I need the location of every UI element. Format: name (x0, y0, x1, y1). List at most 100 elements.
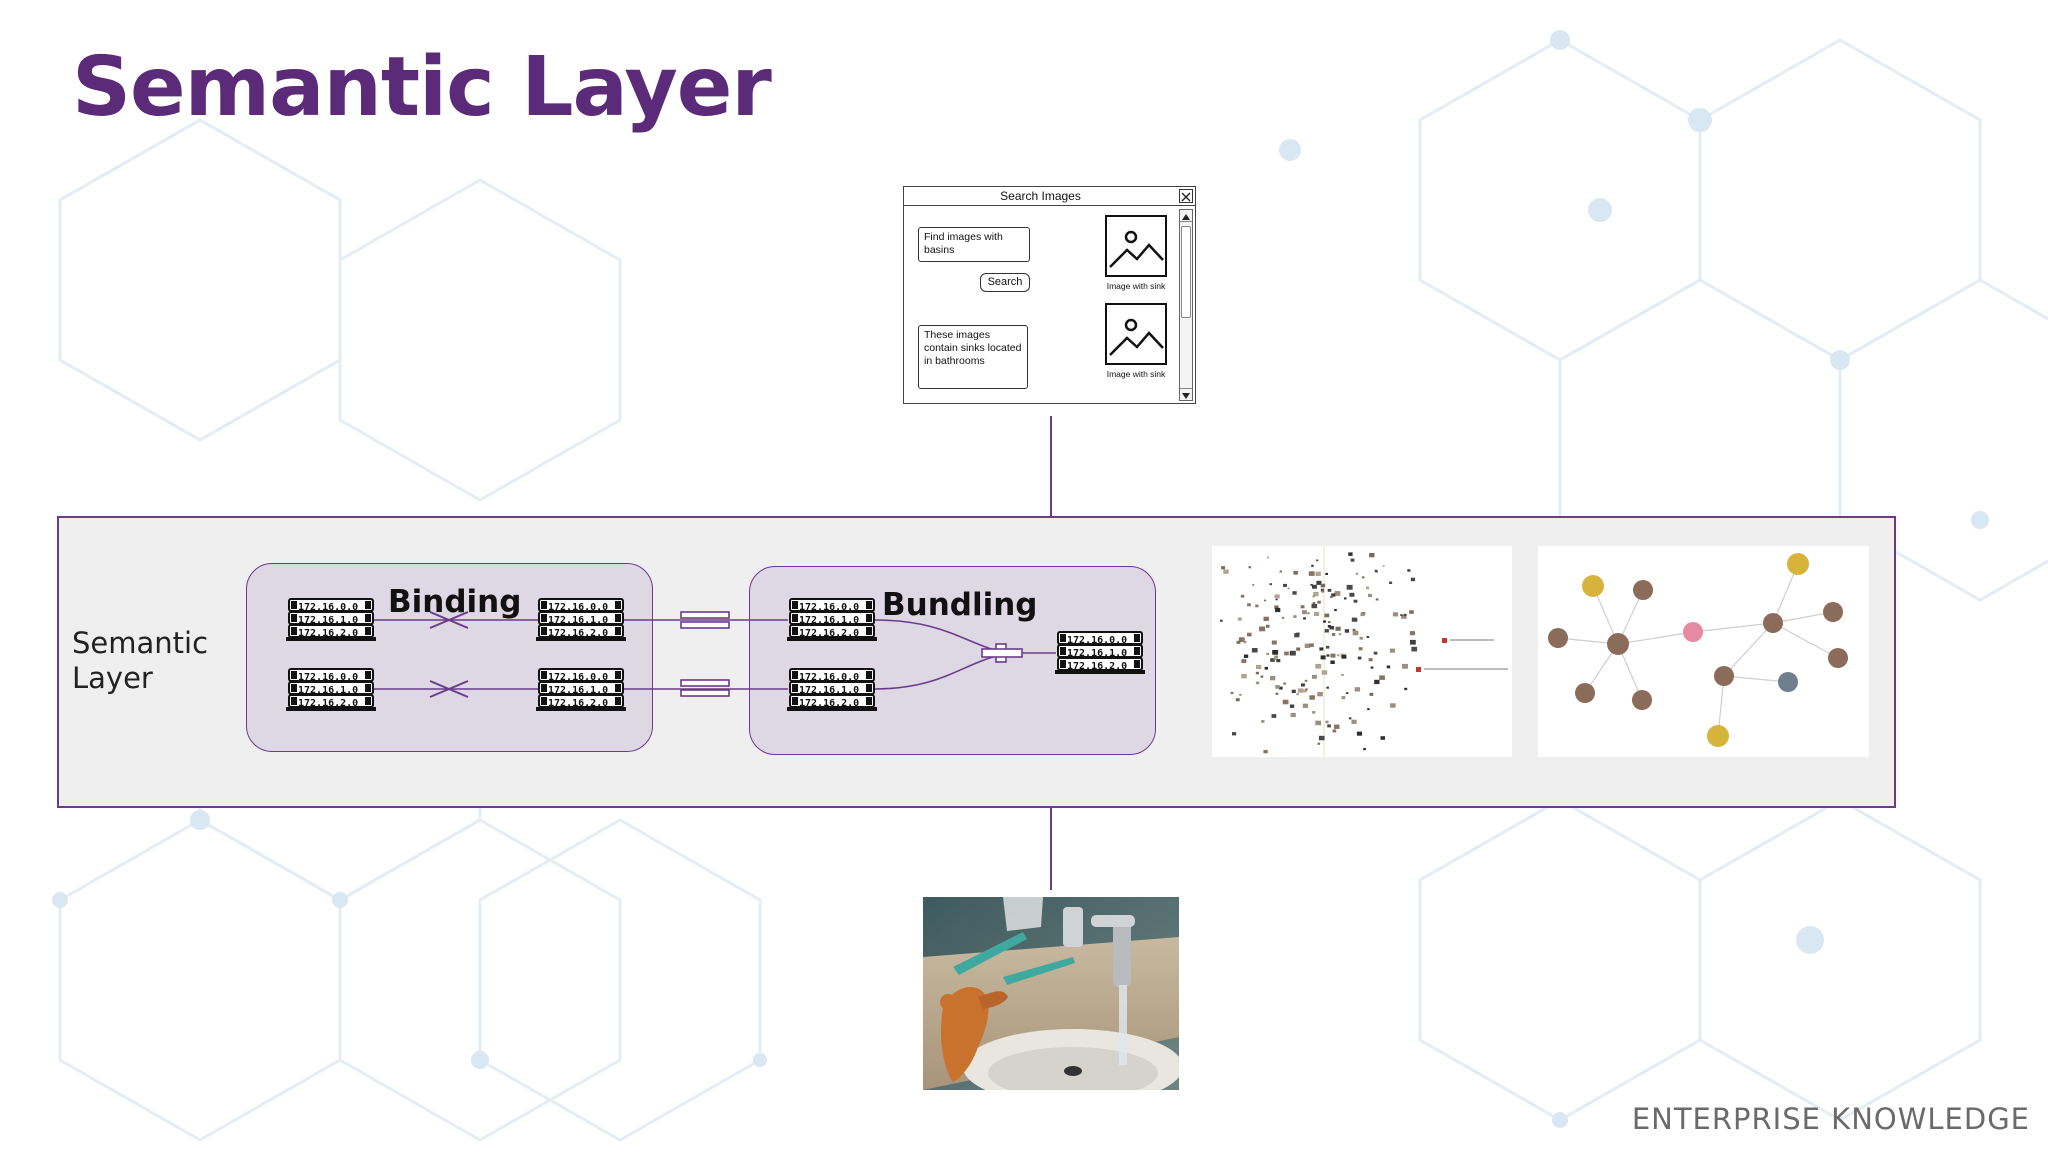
scatter-thumb (1296, 693, 1299, 696)
scatter-thumb (1311, 603, 1318, 609)
scatter-thumb (1308, 571, 1315, 576)
scatter-thumb (1304, 679, 1308, 682)
scatter-thumb (1313, 591, 1319, 597)
scatter-thumb (1255, 671, 1259, 675)
scatter-thumb (1247, 603, 1251, 607)
scatter-thumb (1317, 691, 1323, 697)
scatter-thumb (1338, 633, 1342, 636)
scatter-thumb (1312, 602, 1316, 605)
scatter-thumb (1341, 654, 1347, 659)
scroll-down-icon[interactable] (1180, 388, 1192, 400)
scatter-thumb (1355, 619, 1358, 622)
scatter-thumb (1404, 687, 1408, 691)
scatter-thumb (1314, 611, 1320, 616)
scatter-thumb (1279, 570, 1283, 573)
scatter-thumb (1278, 686, 1283, 690)
scatter-thumb (1325, 572, 1328, 575)
scatter-thumb (1272, 650, 1279, 655)
scatter-thumb (1237, 617, 1242, 621)
company-footer: ENTERPRISE KNOWLEDGE (1631, 1102, 2030, 1136)
scatter-thumb (1275, 685, 1280, 689)
scatter-thumb (1301, 683, 1305, 687)
scatter-thumb (1349, 592, 1355, 597)
scatter-thumb (1230, 691, 1234, 695)
scatter-thumb (1309, 643, 1314, 647)
scatter-thumb (1363, 748, 1366, 751)
scatter-thumb (1351, 719, 1357, 724)
scatter-thumb (1270, 658, 1275, 662)
scatter-thumb (1349, 717, 1352, 720)
window-title: Search Images (1000, 189, 1081, 203)
scatter-thumb (1331, 633, 1336, 636)
scatter-thumb (1357, 656, 1362, 660)
scatter-thumb (1331, 593, 1336, 597)
search-button[interactable]: Search (980, 273, 1030, 292)
scatter-thumb (1274, 605, 1279, 609)
scatter-thumb (1290, 651, 1296, 655)
scatter-thumb (1273, 657, 1277, 660)
image-placeholder-icon[interactable] (1105, 215, 1167, 277)
scatter-thumb (1264, 666, 1268, 670)
scatter-thumb (1252, 584, 1255, 586)
bathroom-sink-photo (923, 897, 1179, 1090)
scrollbar[interactable] (1179, 209, 1193, 401)
scatter-thumb (1375, 598, 1379, 601)
scatter-thumb (1291, 689, 1296, 693)
scatter-thumb (1282, 616, 1285, 619)
scatter-thumb (1334, 724, 1340, 729)
scatter-thumb (1327, 588, 1332, 592)
close-icon[interactable] (1179, 189, 1193, 203)
scatter-thumb (1350, 558, 1355, 562)
scatter-thumb (1255, 604, 1259, 608)
scatter-thumb (1407, 569, 1411, 572)
scatter-thumb (1259, 626, 1266, 632)
scatter-thumb (1356, 731, 1363, 736)
scroll-up-icon[interactable] (1180, 210, 1192, 222)
scatter-thumb (1275, 598, 1278, 601)
scroll-thumb[interactable] (1181, 226, 1191, 318)
scatter-thumb (1330, 653, 1336, 658)
scatter-thumb (1305, 688, 1308, 691)
scatter-thumb (1311, 564, 1314, 567)
scatter-thumb (1289, 704, 1295, 708)
scatter-thumb (1282, 699, 1289, 705)
scatter-thumb (1402, 663, 1408, 669)
scatter-thumb (1379, 675, 1385, 680)
bundling-title: Bundling (882, 587, 1038, 623)
scatter-thumb (1316, 580, 1322, 585)
scatter-thumb (1315, 720, 1321, 726)
scatter-thumb (1410, 639, 1416, 645)
scatter-thumb (1241, 659, 1247, 663)
scatter-thumb (1274, 594, 1280, 599)
scatter-thumb (1318, 735, 1325, 741)
window-titlebar: Search Images (904, 187, 1195, 206)
scatter-thumb (1319, 647, 1324, 651)
scatter-thumb (1380, 736, 1385, 740)
scatter-thumb (1359, 636, 1363, 640)
scatter-thumb (1323, 620, 1326, 623)
scatter-thumb (1374, 679, 1380, 685)
image-placeholder-icon[interactable] (1105, 303, 1167, 365)
scatter-thumb (1287, 587, 1290, 590)
scatter-thumb (1365, 586, 1370, 590)
scatter-thumb (1271, 640, 1277, 645)
scatter-thumb (1274, 655, 1278, 659)
scatter-thumb (1332, 729, 1337, 733)
scatter-thumb (1232, 732, 1237, 736)
scatter-thumb (1247, 632, 1252, 637)
scatter-thumb (1303, 689, 1307, 693)
scatter-thumb (1352, 628, 1356, 632)
scatter-thumb (1326, 686, 1329, 689)
scatter-thumb (1354, 687, 1361, 692)
scatter-thumb (1409, 631, 1415, 636)
scatter-thumb (1276, 659, 1281, 663)
scatter-thumb (1221, 566, 1226, 570)
scatter-thumb (1373, 651, 1378, 655)
embedding-scatter-plot (1212, 546, 1512, 757)
scatter-thumb (1269, 583, 1272, 586)
scatter-thumb (1344, 629, 1350, 633)
scatter-thumb (1238, 637, 1245, 642)
scatter-thumb (1316, 559, 1319, 562)
search-query-field[interactable]: Find images with basins (918, 227, 1030, 262)
